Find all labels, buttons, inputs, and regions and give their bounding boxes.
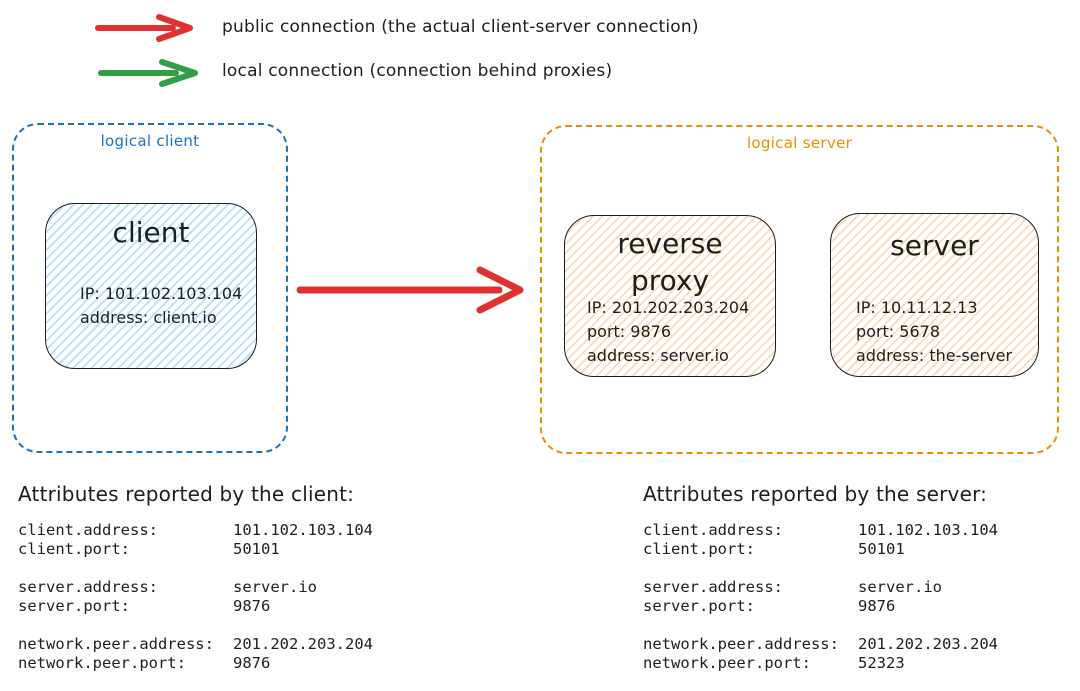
- local-connection-arrow-icon: [96, 58, 206, 88]
- server-node-title: server: [890, 229, 979, 262]
- reverse-proxy-port-line: port: 9876: [587, 322, 671, 341]
- attr-row: server.address: server.io: [643, 578, 998, 597]
- attr-value: 50101: [233, 540, 280, 558]
- client-attributes-heading: Attributes reported by the client:: [18, 482, 355, 506]
- attr-row: network.peer.port: 9876: [18, 654, 373, 673]
- attr-value: server.io: [858, 578, 942, 596]
- client-ip-line: IP: 101.102.103.104: [80, 284, 243, 303]
- client-node-title: client: [112, 216, 190, 249]
- attr-value: 50101: [858, 540, 905, 558]
- client-attr-group-network-peer: network.peer.address: 201.202.203.204 ne…: [18, 635, 373, 673]
- attr-row: client.address: 101.102.103.104: [18, 521, 373, 540]
- client-attr-group-client: client.address: 101.102.103.104 client.p…: [18, 521, 373, 559]
- attr-key: network.peer.address:: [18, 635, 214, 653]
- client-node: client IP: 101.102.103.104 address: clie…: [45, 203, 257, 369]
- attr-value: 9876: [233, 597, 271, 615]
- attr-value: 101.102.103.104: [233, 521, 373, 539]
- server-attributes-heading: Attributes reported by the server:: [643, 482, 988, 506]
- attr-key: server.address:: [18, 578, 158, 596]
- attr-row: client.address: 101.102.103.104: [643, 521, 998, 540]
- server-attr-group-network-peer: network.peer.address: 201.202.203.204 ne…: [643, 635, 998, 673]
- logical-server-label: logical server: [746, 134, 853, 152]
- logical-client-label: logical client: [100, 132, 200, 150]
- client-attributes-section: Attributes reported by the client: clien…: [18, 482, 373, 691]
- reverse-proxy-address-line: address: server.io: [587, 346, 729, 365]
- reverse-proxy-node-title: reverse proxy: [565, 225, 775, 299]
- reverse-proxy-ip-line: IP: 201.202.203.204: [587, 298, 750, 317]
- reverse-proxy-node: reverse proxy IP: 201.202.203.204 port: …: [564, 215, 776, 377]
- server-node-body: IP: 10.11.12.13 port: 5678 address: the-…: [856, 296, 1012, 368]
- attr-value: 101.102.103.104: [858, 521, 998, 539]
- attr-key: client.port:: [18, 540, 130, 558]
- attr-key: server.port:: [643, 597, 755, 615]
- attr-key: network.peer.port:: [643, 654, 811, 672]
- server-attr-group-client: client.address: 101.102.103.104 client.p…: [643, 521, 998, 559]
- server-attributes-section: Attributes reported by the server: clien…: [643, 482, 998, 691]
- attr-value: 201.202.203.204: [233, 635, 373, 653]
- attr-row: client.port: 50101: [18, 540, 373, 559]
- public-connection-arrow: [294, 262, 534, 318]
- legend-public-connection-label: public connection (the actual client-ser…: [222, 17, 699, 37]
- attr-key: network.peer.port:: [18, 654, 186, 672]
- legend-local-connection-label: local connection (connection behind prox…: [222, 61, 613, 81]
- attr-row: server.port: 9876: [18, 597, 373, 616]
- attr-value: 52323: [858, 654, 905, 672]
- attr-value: server.io: [233, 578, 317, 596]
- attr-row: client.port: 50101: [643, 540, 998, 559]
- client-attr-group-server: server.address: server.io server.port: 9…: [18, 578, 373, 616]
- client-node-body: IP: 101.102.103.104 address: client.io: [80, 282, 242, 330]
- attr-key: network.peer.address:: [643, 635, 839, 653]
- server-node: server IP: 10.11.12.13 port: 5678 addres…: [830, 213, 1039, 377]
- attr-row: network.peer.address: 201.202.203.204: [643, 635, 998, 654]
- server-address-line: address: the-server: [856, 346, 1013, 365]
- attr-key: server.address:: [643, 578, 783, 596]
- attr-row: server.port: 9876: [643, 597, 998, 616]
- attr-value: 9876: [858, 597, 896, 615]
- server-attr-group-server: server.address: server.io server.port: 9…: [643, 578, 998, 616]
- attr-key: client.address:: [643, 521, 783, 539]
- logical-server-group: logical server reverse proxy IP: 201.202…: [540, 125, 1059, 454]
- server-ip-line: IP: 10.11.12.13: [856, 298, 978, 317]
- reverse-proxy-title-text: reverse proxy: [617, 227, 723, 297]
- attr-row: server.address: server.io: [18, 578, 373, 597]
- attr-key: server.port:: [18, 597, 130, 615]
- attr-key: client.address:: [18, 521, 158, 539]
- reverse-proxy-node-body: IP: 201.202.203.204 port: 9876 address: …: [587, 296, 749, 368]
- client-address-line: address: client.io: [80, 308, 217, 327]
- attr-key: client.port:: [643, 540, 755, 558]
- attr-value: 201.202.203.204: [858, 635, 998, 653]
- public-connection-arrow-icon: [93, 13, 203, 43]
- server-port-line: port: 5678: [856, 322, 940, 341]
- attr-row: network.peer.port: 52323: [643, 654, 998, 673]
- attr-value: 9876: [233, 654, 271, 672]
- attr-row: network.peer.address: 201.202.203.204: [18, 635, 373, 654]
- logical-client-group: logical client client IP: 101.102.103.10…: [12, 123, 288, 453]
